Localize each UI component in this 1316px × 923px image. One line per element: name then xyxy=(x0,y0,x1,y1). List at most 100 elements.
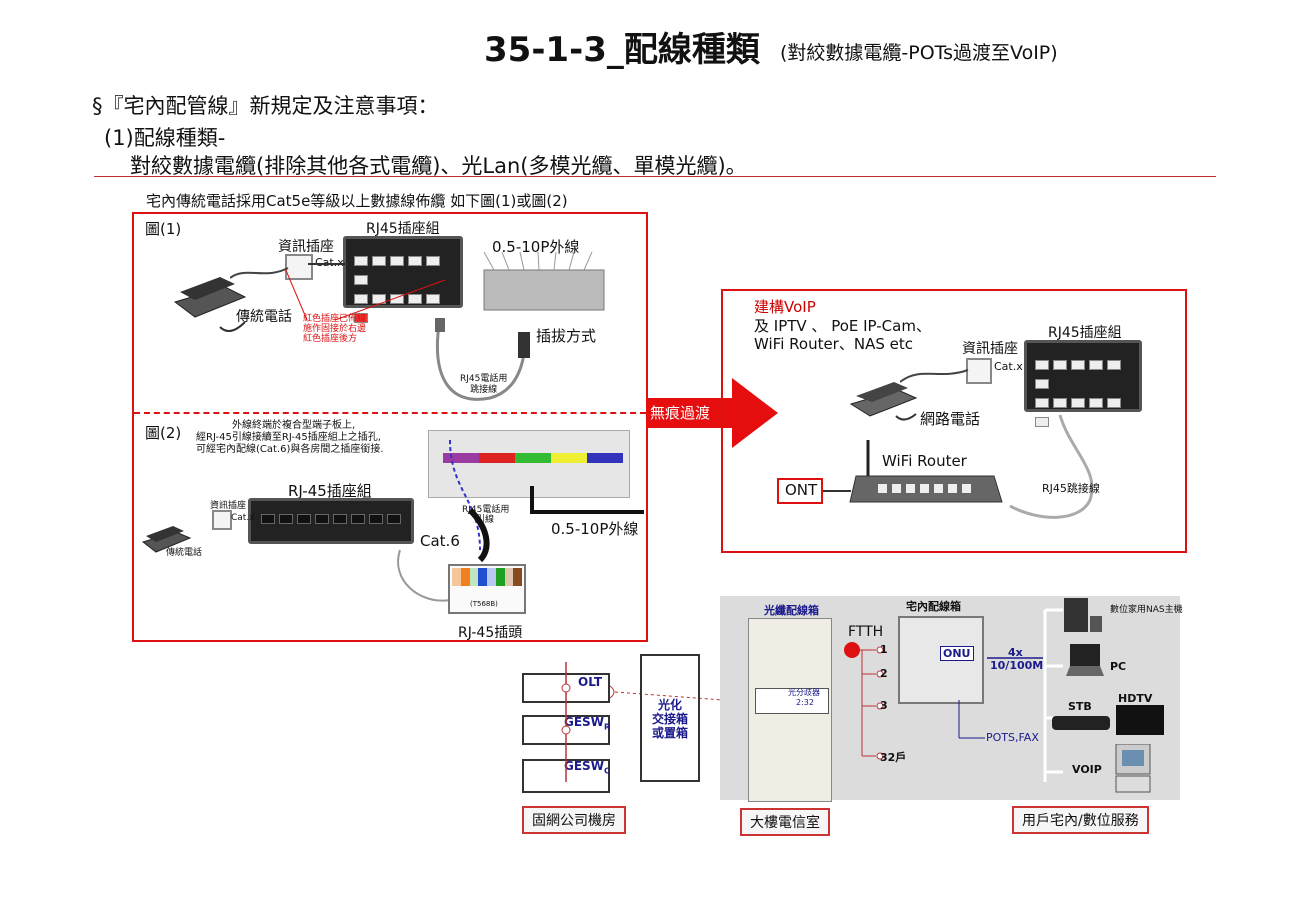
gesw-r-text: GESW xyxy=(564,715,604,729)
fig1-patch-label: RJ45電話用 跳接線 xyxy=(460,374,507,396)
transition-arrow-label: 無痕過渡 xyxy=(650,404,711,422)
ftth-port-3: 3 xyxy=(880,699,888,712)
fig1-patch-label-line2: 跳接線 xyxy=(470,385,498,395)
fig1-outer-line-label: 0.5-10P外線 xyxy=(492,238,580,256)
fig1-rj45-group-label: RJ45插座組 xyxy=(366,221,440,237)
speed-label: 4x 10/100M xyxy=(990,646,1043,672)
fig1-outlet-cable xyxy=(308,263,348,265)
nas-icon xyxy=(1064,598,1102,632)
fig1-patch-cable xyxy=(435,318,530,401)
stb-icon xyxy=(1052,716,1110,730)
voip-phone-label: 網路電話 xyxy=(920,410,981,428)
fig1-punchdown-block xyxy=(483,251,605,311)
fig2-outlet-label: 資訊插座 xyxy=(210,501,247,511)
gesw-c-text: GESW xyxy=(564,759,604,773)
fig2-note: 外線終端於複合型端子板上, 經RJ-45引線接續至RJ-45插座組上之插孔, 可… xyxy=(196,420,384,456)
splitter-box xyxy=(755,688,829,714)
fig1-red-note-line1: 紅色插座已佈線 xyxy=(303,314,367,324)
central-office-lines xyxy=(561,662,751,782)
page-title: 35-1-3_配線種類 xyxy=(484,30,760,70)
fig2-plug-wires xyxy=(452,568,522,586)
central-office-label: 固網公司機房 xyxy=(522,806,626,834)
ont-router-link xyxy=(823,490,851,492)
fig2-note-line2: 經RJ-45引線接續至RJ-45插座組上之插孔, xyxy=(196,432,381,443)
fig1-phone-icon xyxy=(173,277,247,332)
hdtv-icon xyxy=(1116,705,1164,735)
gesw-c-sub: C xyxy=(603,766,610,776)
ftth-label: FTTH xyxy=(848,624,884,640)
ont-box xyxy=(777,478,823,504)
speed-line2: 10/100M xyxy=(990,659,1044,672)
fig2-note-line3: 可經宅內配線(Cat.6)與各房間之插座銜接. xyxy=(196,444,384,455)
wifi-router-icon xyxy=(849,440,1003,503)
fig1-red-note-line3: 紅色插座後方 xyxy=(303,334,358,344)
user-premises-label: 用戶宅內/數位服務 xyxy=(1012,806,1149,834)
fig2-note-line1: 外線終端於複合型端子板上, xyxy=(232,420,356,431)
fig2-lead-label-line1: RJ45電話用 xyxy=(462,505,510,515)
fig1-rj45-patch-panel xyxy=(343,236,463,323)
voip-wall-outlet xyxy=(966,358,992,384)
fig2-lead-label-line2: 引線 xyxy=(476,515,495,525)
transition-arrow xyxy=(646,378,778,448)
ftth-port-32: 32戶 xyxy=(880,751,907,764)
fig1-patch-label-line1: RJ45電話用 xyxy=(460,374,508,384)
building-telecom-room-label: 大樓電信室 xyxy=(740,808,830,836)
fig1-red-pointer-lines xyxy=(284,267,446,321)
section-heading: §『宅內配管線』新規定及注意事項： xyxy=(92,94,439,118)
pots-fax-label: POTS,FAX xyxy=(986,731,1039,744)
olt-label: OLT xyxy=(578,675,603,689)
fig2-color-strip xyxy=(443,453,623,463)
fig2-cat-label: Cat.x xyxy=(231,513,255,523)
optical-cross-line3: 或置箱 xyxy=(651,726,688,740)
page-subtitle: (對絞數據電纜-POTs過渡至VoIP) xyxy=(780,42,1058,64)
fig1-wall-outlet xyxy=(285,254,313,280)
stb-label: STB xyxy=(1068,700,1092,713)
voip-phone-icon xyxy=(849,382,918,421)
splitter-label-line1: 光分歧器 xyxy=(788,688,820,697)
splitter-label-line2: 2:32 xyxy=(796,698,814,707)
pc-label: PC xyxy=(1110,660,1127,673)
voip-device-label: VOIP xyxy=(1072,763,1102,776)
voip-rj45-group-label: RJ45插座組 xyxy=(1048,325,1122,341)
fig1-phone-label: 傳統電話 xyxy=(236,309,292,325)
fig2-cat6-label: Cat.6 xyxy=(420,532,460,550)
pc-icon xyxy=(1066,644,1104,676)
fig2-plug-label: RJ-45插頭 xyxy=(458,625,523,641)
voip-device-icon xyxy=(1115,744,1151,793)
fig2-phone-label: 傳統電話 xyxy=(166,548,203,558)
fig2-wall-outlet xyxy=(212,510,232,530)
voip-patch-label: RJ45跳接線 xyxy=(1042,482,1100,495)
fig2-lead-cables xyxy=(397,439,490,602)
fiber-box-label: 光纖配線箱 xyxy=(764,604,819,617)
ftth-branch-lines xyxy=(844,642,884,760)
gesw-r-sub: R xyxy=(603,722,611,732)
ont-label: ONT xyxy=(785,481,818,499)
home-service-lines xyxy=(958,608,1063,782)
voip-box xyxy=(721,289,1187,553)
optical-cross-box xyxy=(640,654,700,782)
fig2-outer-line-bracket xyxy=(530,486,644,514)
fig1-outlet-label: 資訊插座 xyxy=(278,239,334,255)
divider-line xyxy=(94,176,1216,177)
voip-cat-label: Cat.x xyxy=(994,360,1023,373)
fig1-plug-method-label: 插拔方式 xyxy=(536,327,597,345)
splitter-label: 光分歧器 2:32 xyxy=(788,688,820,708)
fig1-phone-cord xyxy=(230,267,289,279)
fig1-cat-label: Cat.x xyxy=(315,256,344,269)
voip-line3: WiFi Router、NAS etc xyxy=(754,335,913,353)
voip-rj45-patch-panel xyxy=(1024,340,1142,427)
fig2-lead-label: RJ45電話用 引線 xyxy=(462,505,509,525)
fig2-t568b-label: (T568B) xyxy=(470,600,498,608)
fig2-terminal-board xyxy=(428,430,630,498)
onu-label: ONU xyxy=(940,646,974,661)
wifi-router-label: WiFi Router xyxy=(882,452,967,470)
fig1-red-note: 紅色插座已佈線 施作固接於右邊 紅色插座後方 xyxy=(303,314,366,344)
ftth-port-2: 2 xyxy=(880,667,888,680)
voip-title: 建構VoIP xyxy=(754,298,816,316)
fig2-label: 圖(2) xyxy=(145,424,182,442)
fig1-red-note-line2: 施作固接於右邊 xyxy=(303,324,367,334)
subsection-heading: (1)配線種類- xyxy=(104,126,226,150)
gesw-c-label: GESWC xyxy=(564,759,610,775)
home-box-label: 宅內配線箱 xyxy=(906,600,961,613)
voip-outlet-label: 資訊插座 xyxy=(962,341,1018,357)
